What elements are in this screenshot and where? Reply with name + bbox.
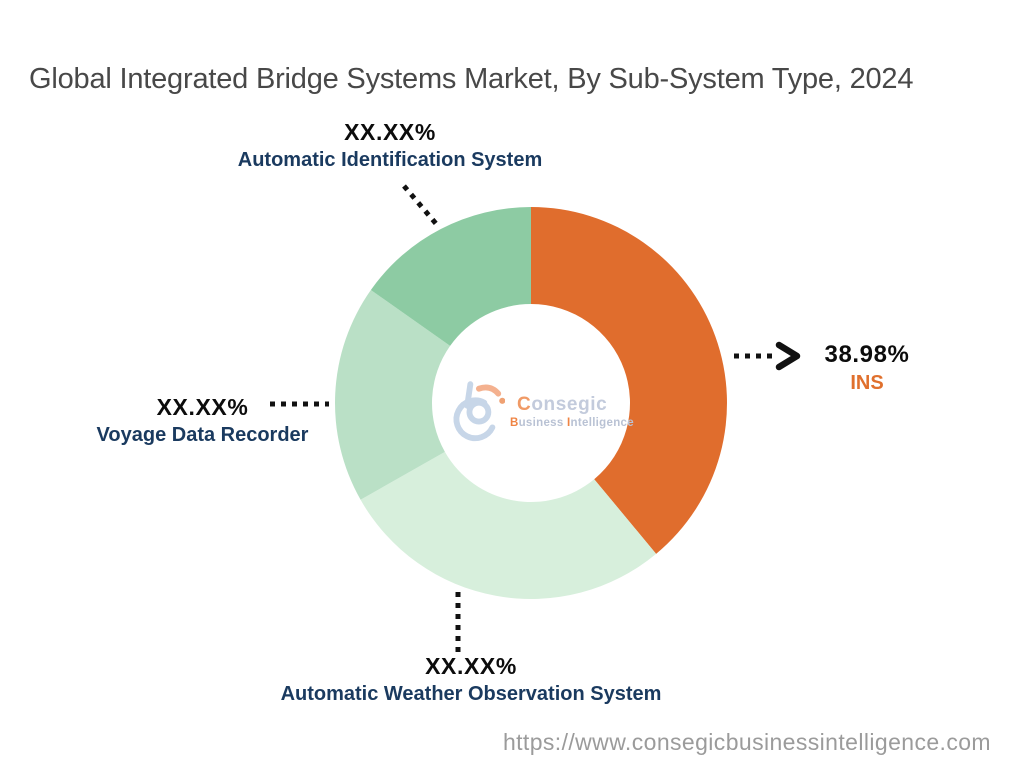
callout-ins: 38.98% INS — [792, 340, 942, 397]
donut-segment-vdr — [335, 290, 451, 500]
callout-label: Voyage Data Recorder — [96, 424, 309, 446]
callout-label: Automatic Weather Observation System — [280, 683, 662, 705]
donut-segment-awos — [360, 451, 657, 599]
donut-segment-ais — [370, 207, 531, 346]
callout-automatic-identification-system: XX.XX% Automatic Identification System — [140, 117, 640, 174]
callout-label: INS — [850, 372, 884, 394]
callout-label: Automatic Identification System — [237, 149, 543, 171]
leader-lines — [270, 184, 801, 654]
callout-value: XX.XX% — [425, 653, 517, 679]
page-title: Global Integrated Bridge Systems Market,… — [29, 63, 914, 95]
callout-automatic-weather-observation-system: XX.XX% Automatic Weather Observation Sys… — [171, 651, 771, 708]
leader-line-ais — [402, 184, 440, 228]
logo-brand: Consegic — [517, 394, 608, 415]
consegic-logo-text: Consegic Business Intelligence — [510, 394, 634, 430]
consegic-logo: Consegic Business Intelligence — [451, 379, 634, 447]
logo-tagline: Business Intelligence — [510, 417, 634, 429]
callout-voyage-data-recorder: XX.XX% Voyage Data Recorder — [40, 392, 365, 449]
donut-segments — [335, 207, 727, 599]
arrowhead-icon — [775, 341, 801, 371]
callout-value: 38.98% — [824, 341, 910, 368]
website-url-link[interactable]: https://www.consegicbusinessintelligence… — [502, 729, 991, 755]
donut-segment-ins — [531, 207, 727, 554]
consegic-logo-icon — [453, 381, 505, 442]
callout-value: XX.XX% — [344, 119, 436, 145]
callout-value: XX.XX% — [156, 394, 249, 420]
